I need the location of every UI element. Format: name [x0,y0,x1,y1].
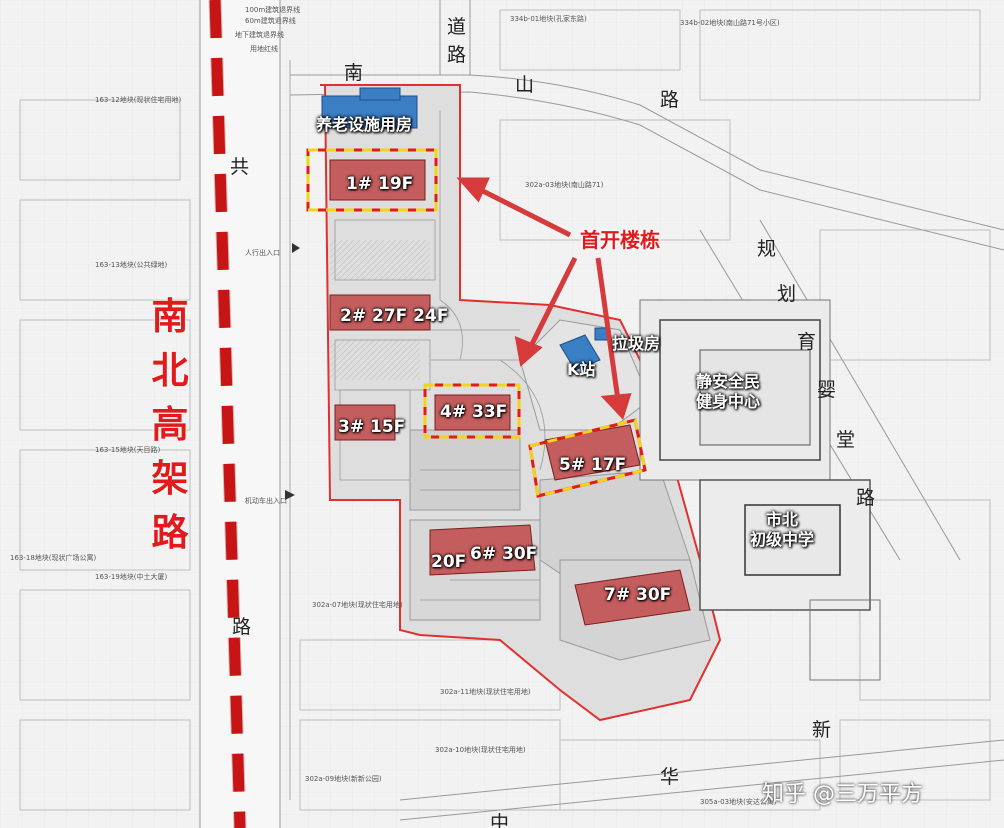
watermark: 知乎 @三万平方 [762,782,923,807]
road-label-planned-top-4: 路 [447,44,467,66]
building-3-footprint [334,404,396,441]
elevated-road-corridor [200,0,280,828]
building-label-6a: 20F [431,552,467,572]
building-label-6: 6# 30F [470,544,538,564]
first-open-label: 首开楼栋 [580,228,660,252]
building-1-footprint [329,159,426,201]
parcel-label: 334b-02地块(南山路71号小区) [680,19,780,27]
parcel-label: 163-15地块(天目路) [95,446,161,454]
building-label-4: 4# 33F [440,402,508,422]
parcel-label: 305a-03地块(安达公寓) [700,798,777,806]
building-label-1: 1# 19F [346,174,414,194]
building-label-7: 7# 30F [604,585,672,605]
road-label-yuying-1: 规 [757,238,777,260]
parcel-label: 163-12地块(现状住宅用地) [95,96,182,104]
building-2-footprint [329,294,431,331]
callout-arrows [456,177,632,420]
parcel-label: 地下建筑退界线 [235,31,284,39]
road-label-xinhua-2: 华 [660,766,680,788]
parcel-label: 用地红线 [250,45,278,53]
road-label-nanshan-2: 山 [515,74,535,96]
residential-buildings [329,159,691,626]
parcel-label: 334b-01地块(孔家东路) [510,15,587,23]
elderly-facility-label: 养老设施用房 [316,115,413,134]
road-label-yuying-5: 堂 [836,429,856,451]
parcel-label: 302a-11地块(现状住宅用地) [440,688,531,696]
parcel-label: 163-13地块(公共绿地) [95,261,168,269]
road-label-planned-top-3: 道 [447,16,467,38]
building-4-footprint [434,394,511,431]
road-label-gonghe-1: 共 [230,156,250,178]
parcel-label: 302a-10地块(现状住宅用地) [435,746,526,754]
elderly-facility-block [321,95,418,129]
building-label-5: 5# 17F [559,455,627,475]
k-station-label: K站 [567,360,596,379]
highlight-b4 [423,383,521,439]
k-station-block [559,334,601,371]
road-label-xinhua-3: 中 [490,812,510,828]
school-label: 市北 初级中学 [750,510,815,549]
elevated-road-marker [209,0,246,828]
parcel-label: 人行出入口 [245,249,280,257]
parcel-label: 302a-03地块(南山路71) [525,181,604,189]
garbage-room-label: 拉圾房 [612,334,661,353]
building-5-footprint [544,424,641,481]
parcel-label: 机动车出入口 [245,497,287,505]
building-label-2: 2# 27F 24F [340,306,449,326]
parcel-label: 302a-07地块(现状住宅用地) [312,601,403,609]
road-label-yuying-6: 路 [856,487,876,509]
parcel-label: 100m建筑退界线 [245,6,301,14]
parcel-label: 163-18地块(现状广场公寓) [10,554,97,562]
road-label-nanshan-1: 南 [344,62,364,84]
road-label-yuying-3: 育 [797,331,817,353]
parcel-label: 302a-09地块(新新公园) [305,775,382,783]
parcel-label: 60m建筑退界线 [245,17,296,25]
road-label-gonghe-4: 路 [232,616,252,638]
road-label-yuying-2: 划 [777,283,797,305]
building-7-footprint [574,569,691,626]
road-label-yuying-4: 婴 [817,379,837,401]
fitness-center-label: 静安全民 健身中心 [696,372,761,411]
entrance-markers [285,243,300,500]
first-open-highlights [306,148,647,498]
elevated-road-text: 南北高架路 [151,295,189,554]
road-label-nanshan-3: 路 [660,89,680,111]
building-label-3: 3# 15F [338,417,406,437]
building-6-footprint [429,524,536,576]
road-label-xinhua-1: 新 [812,719,832,741]
parcel-label: 163-19地块(中土大厦) [95,573,168,581]
elevated-road-label: 南北高架路 [150,290,190,560]
